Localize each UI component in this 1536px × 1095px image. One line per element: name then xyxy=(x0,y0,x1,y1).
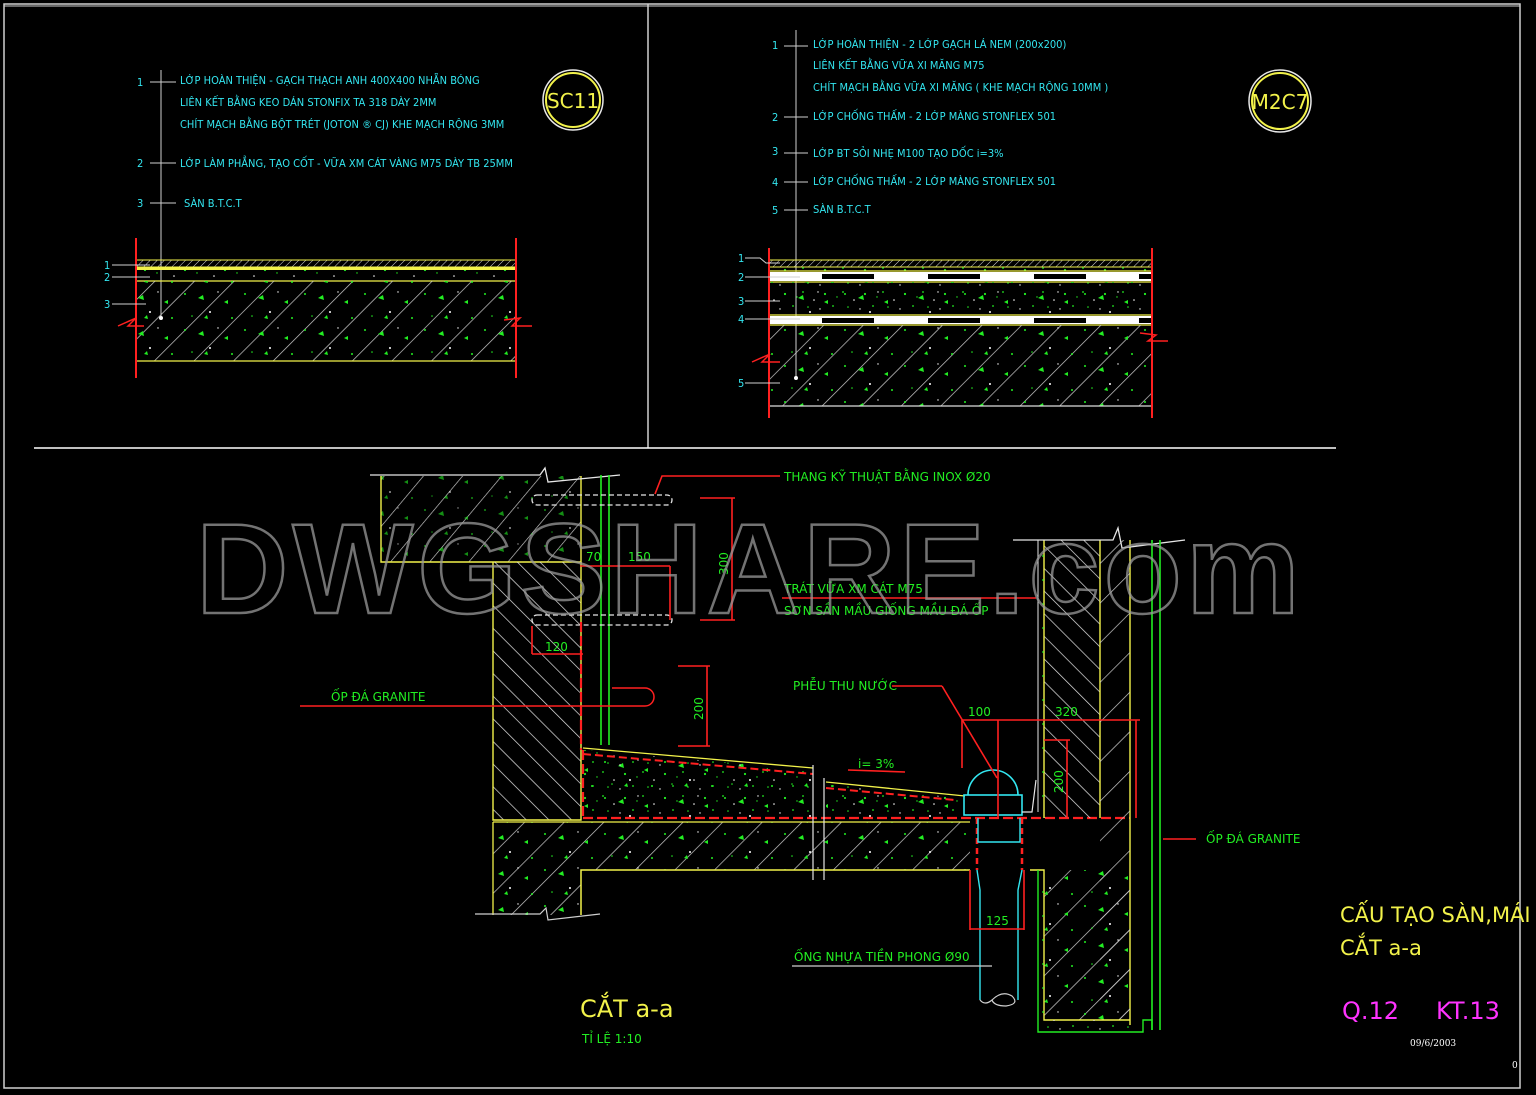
sc11-note-1-line-2: LIÊN KẾT BẰNG KEO DÁN STONFIX TA 318 DÀY… xyxy=(180,95,436,109)
m2c7-membrane-top xyxy=(769,272,1152,283)
sc11-note-3: SÀN B.T.C.T xyxy=(184,197,243,210)
callout-slope: i= 3% xyxy=(858,757,894,771)
m2c7-note-5: SÀN B.T.C.T xyxy=(813,203,872,216)
structural-slab xyxy=(475,765,970,921)
dim-320: 320 xyxy=(1055,705,1078,719)
sc11-note-num-2: 2 xyxy=(137,157,143,170)
ladder-rung-top xyxy=(531,494,673,506)
m2c7-membrane-bottom xyxy=(769,314,1152,326)
m2c7-section-label-4: 4 xyxy=(738,313,744,326)
m2c7-note-num-2: 2 xyxy=(772,111,778,124)
sc11-note-1-line-1: LỚP HOÀN THIỆN - GẠCH THẠCH ANH 400X400 … xyxy=(180,73,480,87)
m2c7-section-label-1: 1 xyxy=(738,252,744,265)
dim-100: 100 xyxy=(968,705,991,719)
right-parapet-wall xyxy=(1013,525,1186,1033)
title-block: CẤU TẠO SÀN,MÁI CẮT a-a Q.12 KT.13 09/6/… xyxy=(1340,900,1531,1071)
sheet-border xyxy=(3,3,1521,1089)
m2c7-section-label-5: 5 xyxy=(738,377,744,390)
section-aa: 70 150 300 120 200 100 320 200 125 THANG… xyxy=(300,466,1300,1046)
m2c7-note-num-1: 1 xyxy=(772,39,778,52)
dim-150: 150 xyxy=(628,550,651,564)
dim-125: 125 xyxy=(986,914,1009,928)
m2c7-note-1-line-2: LIÊN KẾT BẰNG VỮA XI MĂNG M75 xyxy=(813,58,985,72)
upper-slab xyxy=(370,466,621,563)
sc11-section-label-2: 2 xyxy=(104,271,110,284)
sheet-code-left: Q.12 xyxy=(1342,997,1399,1025)
sc11-note-2: LỚP LÀM PHẲNG, TẠO CỐT - VỮA XM CÁT VÀNG… xyxy=(180,155,513,170)
m2c7-note-num-3: 3 xyxy=(772,145,778,158)
sc11-note-num-1: 1 xyxy=(137,76,143,89)
sheet-date: 09/6/2003 xyxy=(1410,1039,1456,1049)
sc11-note-1-line-3: CHÍT MẠCH BẰNG BỘT TRÉT (JOTON ® CJ) KHE… xyxy=(180,117,504,131)
sc11-tag: SC11 xyxy=(547,89,599,113)
dim-120: 120 xyxy=(545,640,568,654)
callout-pipe: ỐNG NHỰA TIỀN PHONG Ø90 xyxy=(794,948,970,964)
m2c7-note-1-line-3: CHÍT MẠCH BẰNG VỮA XI MĂNG ( KHE MẠCH RỘ… xyxy=(813,80,1108,94)
callout-granite-left: ỐP ĐÁ GRANITE xyxy=(331,688,425,704)
m2c7-section-label-3: 3 xyxy=(738,295,744,308)
sc11-section-label-1: 1 xyxy=(104,259,110,272)
detail-sc11: 1 LỚP HOÀN THIỆN - GẠCH THẠCH ANH 400X40… xyxy=(104,69,604,378)
sheet-title-line-2: CẮT a-a xyxy=(1340,932,1422,960)
m2c7-section-label-2: 2 xyxy=(738,271,744,284)
m2c7-note-num-4: 4 xyxy=(772,176,778,189)
sc11-tag-bubble: SC11 xyxy=(542,69,604,131)
sc11-note-num-3: 3 xyxy=(137,197,143,210)
sheet-title-line-1: CẤU TẠO SÀN,MÁI xyxy=(1340,900,1531,927)
sheet-page-number: 0 xyxy=(1512,1061,1518,1071)
detail-m2c7: 1 LỚP HOÀN THIỆN - 2 LỚP GẠCH LÁ NEM (20… xyxy=(738,30,1312,418)
dimension-lines xyxy=(531,497,1140,930)
m2c7-note-1-line-1: LỚP HOÀN THIỆN - 2 LỚP GẠCH LÁ NEM (200x… xyxy=(813,38,1066,51)
callout-granite-right: ỐP ĐÁ GRANITE xyxy=(1206,830,1300,846)
dim-200-left: 200 xyxy=(692,697,706,720)
left-parapet-wall xyxy=(492,562,582,821)
watermark: DWGSHARE.com xyxy=(196,498,1304,641)
m2c7-note-num-5: 5 xyxy=(772,204,778,217)
dim-70: 70 xyxy=(586,550,601,564)
dim-300: 300 xyxy=(717,552,731,575)
m2c7-tag: M2C7 xyxy=(1252,90,1309,114)
floor-drain xyxy=(963,769,1037,1007)
m2c7-note-2: LỚP CHỐNG THẤM - 2 LỚP MÀNG STONFLEX 501 xyxy=(813,109,1056,123)
dim-200-right: 200 xyxy=(1052,770,1066,793)
sheet-code-right: KT.13 xyxy=(1436,997,1500,1025)
callout-plaster-1: TRÁT VỮA XM CÁT M75 xyxy=(783,581,923,596)
m2c7-note-3: LỚP BT SỎI NHẸ M100 TẠO DỐC i=3% xyxy=(813,146,1004,160)
ladder-rung-bottom xyxy=(531,614,673,626)
callout-plaster-2: SƠN SẦN MẦU GIỐNG MẦU ĐÁ ỐP xyxy=(784,602,988,618)
section-scale: TỈ LỆ 1:10 xyxy=(581,1030,642,1046)
callout-ladder: THANG KỸ THUẬT BẰNG INOX Ø20 xyxy=(783,468,991,484)
m2c7-note-4: LỚP CHỐNG THẤM - 2 LỚP MÀNG STONFLEX 501 xyxy=(813,174,1056,188)
section-title: CẮT a-a xyxy=(580,991,674,1023)
sc11-section-label-3: 3 xyxy=(104,298,110,311)
callout-leaders xyxy=(654,475,1196,840)
m2c7-tag-bubble: M2C7 xyxy=(1248,69,1312,133)
callout-drain: PHỄU THU NƯỚC xyxy=(793,677,897,693)
roof-screed xyxy=(579,622,1130,820)
